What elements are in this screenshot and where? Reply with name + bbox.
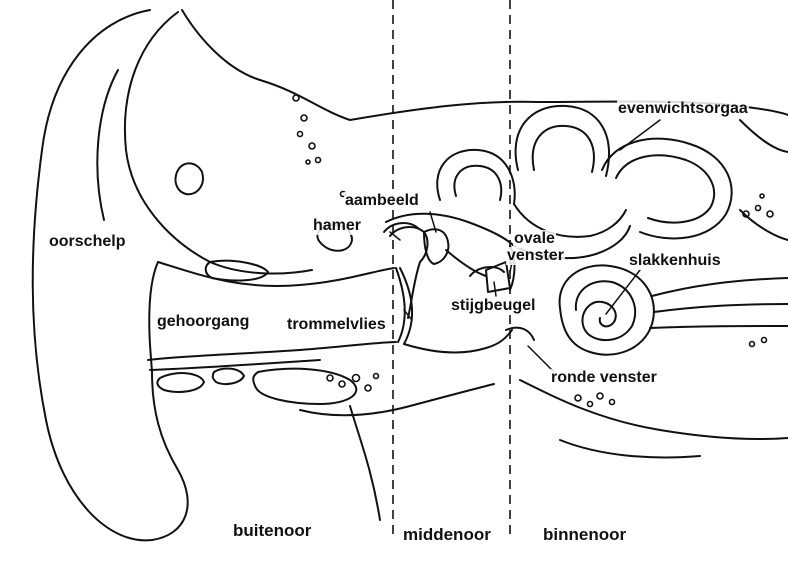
- label-ronde-venster: ronde venster: [550, 369, 658, 387]
- skull-outer-right: [740, 120, 788, 152]
- semicircular-canal-1: [437, 150, 515, 204]
- label-slakkenhuis: slakkenhuis: [628, 252, 722, 270]
- semicircular-canal-3-inner: [616, 155, 714, 222]
- lower-bone-line: [300, 384, 494, 415]
- label-ovale-venster-line1: ovale: [513, 230, 556, 248]
- canal-lower-wall: [148, 342, 396, 360]
- label-oorschelp: oorschelp: [48, 233, 126, 251]
- inner-bone-right: [740, 210, 788, 240]
- label-evenwichtsorgaan: evenwichtsorgaa: [617, 100, 749, 118]
- cochlear-nerve-3: [650, 326, 788, 328]
- label-hamer: hamer: [312, 217, 362, 235]
- label-trommelvlies: trommelvlies: [286, 316, 387, 334]
- anvil-process: [446, 250, 486, 276]
- cochlear-nerve-2: [654, 304, 788, 312]
- helix-fold: [97, 70, 118, 220]
- semicircular-canal-2: [516, 106, 609, 176]
- cochlear-nerve-1: [652, 278, 788, 296]
- lower-bone-line-2: [350, 406, 380, 520]
- semicircular-canal-2-inner: [533, 126, 594, 172]
- leader-hamer: [390, 232, 400, 240]
- bone-cavity-1: [175, 163, 202, 194]
- inner-bone-bottom: [520, 380, 788, 439]
- bone-cavity-3: [157, 373, 204, 392]
- label-aambeeld: aambeeld: [344, 192, 420, 210]
- label-stijgbeugel: stijgbeugel: [450, 297, 536, 315]
- region-buitenoor: buitenoor: [232, 522, 312, 540]
- label-ovale-venster-line2: venster: [506, 247, 565, 265]
- cochlea-spiral: [576, 281, 635, 340]
- cochlea-outer: [560, 265, 654, 354]
- eardrum: [396, 268, 405, 342]
- bone-cavity-4: [213, 369, 244, 384]
- region-middenoor: middenoor: [402, 526, 492, 544]
- middle-ear-bottom: [404, 330, 512, 352]
- hammer-bone: [390, 227, 427, 318]
- inner-bone-lower-2: [560, 440, 700, 457]
- semicircular-canal-1-inner: [454, 166, 501, 200]
- pinna-outline: [33, 10, 188, 540]
- pinna-inner-fold: [125, 12, 312, 274]
- leader-stijgbeugel: [494, 282, 496, 296]
- label-gehoorgang: gehoorgang: [156, 313, 250, 331]
- region-binnenoor: binnenoor: [542, 526, 627, 544]
- leader-evenwichtsorgaan: [620, 120, 660, 150]
- middle-ear-top: [386, 214, 514, 246]
- semicircular-canal-3: [602, 139, 732, 239]
